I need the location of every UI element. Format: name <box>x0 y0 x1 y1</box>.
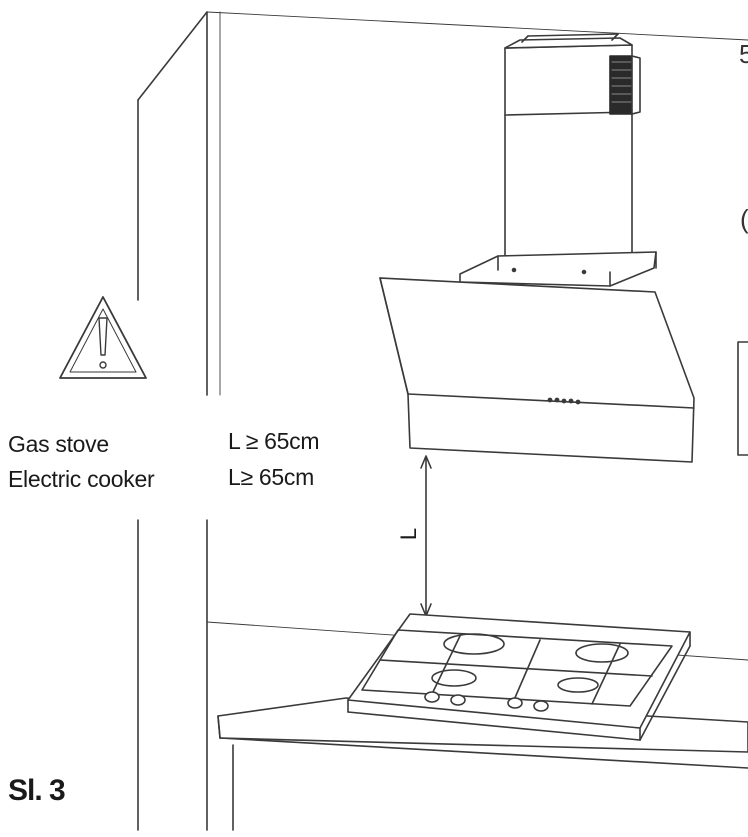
figure-label: Sl. 3 <box>8 774 66 807</box>
warning-triangle-icon <box>59 296 147 379</box>
hood-glass-panel <box>379 277 695 463</box>
right-edge-frame <box>737 341 748 456</box>
gas-stove-clearance: L ≥ 65cm <box>228 428 320 454</box>
edge-glyph-top: 5 <box>739 39 748 69</box>
dimension-arrow <box>420 455 432 617</box>
hood-mount <box>459 251 657 287</box>
gas-stove-label: Gas stove <box>8 431 109 457</box>
chimney-duct <box>504 33 641 269</box>
cooktop <box>347 613 691 741</box>
edge-glyph-mid: ( <box>740 204 748 234</box>
electric-cooker-clearance: L≥ 65cm <box>228 464 314 490</box>
dimension-label: L <box>396 527 422 541</box>
electric-cooker-label: Electric cooker <box>8 466 155 492</box>
